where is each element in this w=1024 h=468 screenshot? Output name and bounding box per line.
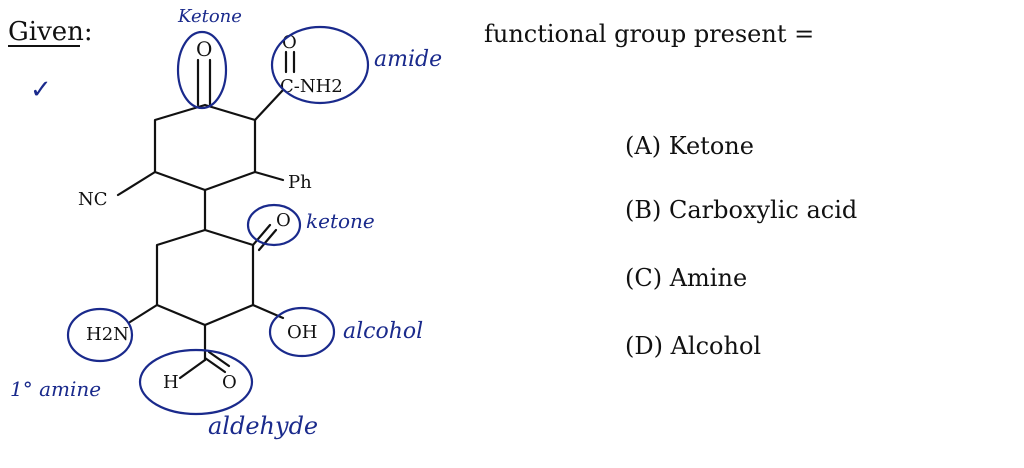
option-b: (B) Carboxylic acid — [625, 196, 857, 224]
alcohol-circle — [268, 306, 336, 358]
ketone-mid-annotation: ketone — [306, 209, 375, 233]
given-heading: Given: — [8, 17, 93, 47]
aldehyde-o-label: O — [222, 372, 237, 393]
amide-group-label: C-NH2 — [280, 76, 343, 97]
check-icon: ✓ — [30, 75, 52, 105]
phenyl-label: Ph — [288, 172, 312, 193]
option-a: (A) Ketone — [625, 132, 754, 160]
aldehyde-circle — [138, 348, 254, 416]
amine-circle — [66, 307, 134, 363]
ketone-top-circle — [176, 30, 228, 110]
amine-label: H2N — [86, 324, 129, 345]
amide-annotation: amide — [374, 47, 442, 72]
amide-circle — [270, 25, 370, 105]
ketone-oxygen-label: O — [196, 37, 212, 61]
nitrile-label: NC — [78, 189, 108, 210]
ketone2-oxygen-label: O — [276, 210, 291, 231]
hydroxyl-label: OH — [287, 322, 317, 343]
primary-amine-annotation: 1° amine — [10, 377, 101, 401]
option-d: (D) Alcohol — [625, 332, 761, 360]
prompt-text: functional group present = — [484, 20, 814, 48]
upper-ring — [116, 50, 296, 197]
ketone-mid-circle — [246, 203, 302, 247]
alcohol-annotation: alcohol — [343, 319, 423, 344]
lower-ring — [128, 223, 285, 380]
aldehyde-h-label: H — [163, 372, 179, 393]
option-c: (C) Amine — [625, 264, 747, 292]
ketone-top-annotation: Ketone — [177, 6, 242, 27]
aldehyde-annotation: aldehyde — [208, 412, 318, 440]
